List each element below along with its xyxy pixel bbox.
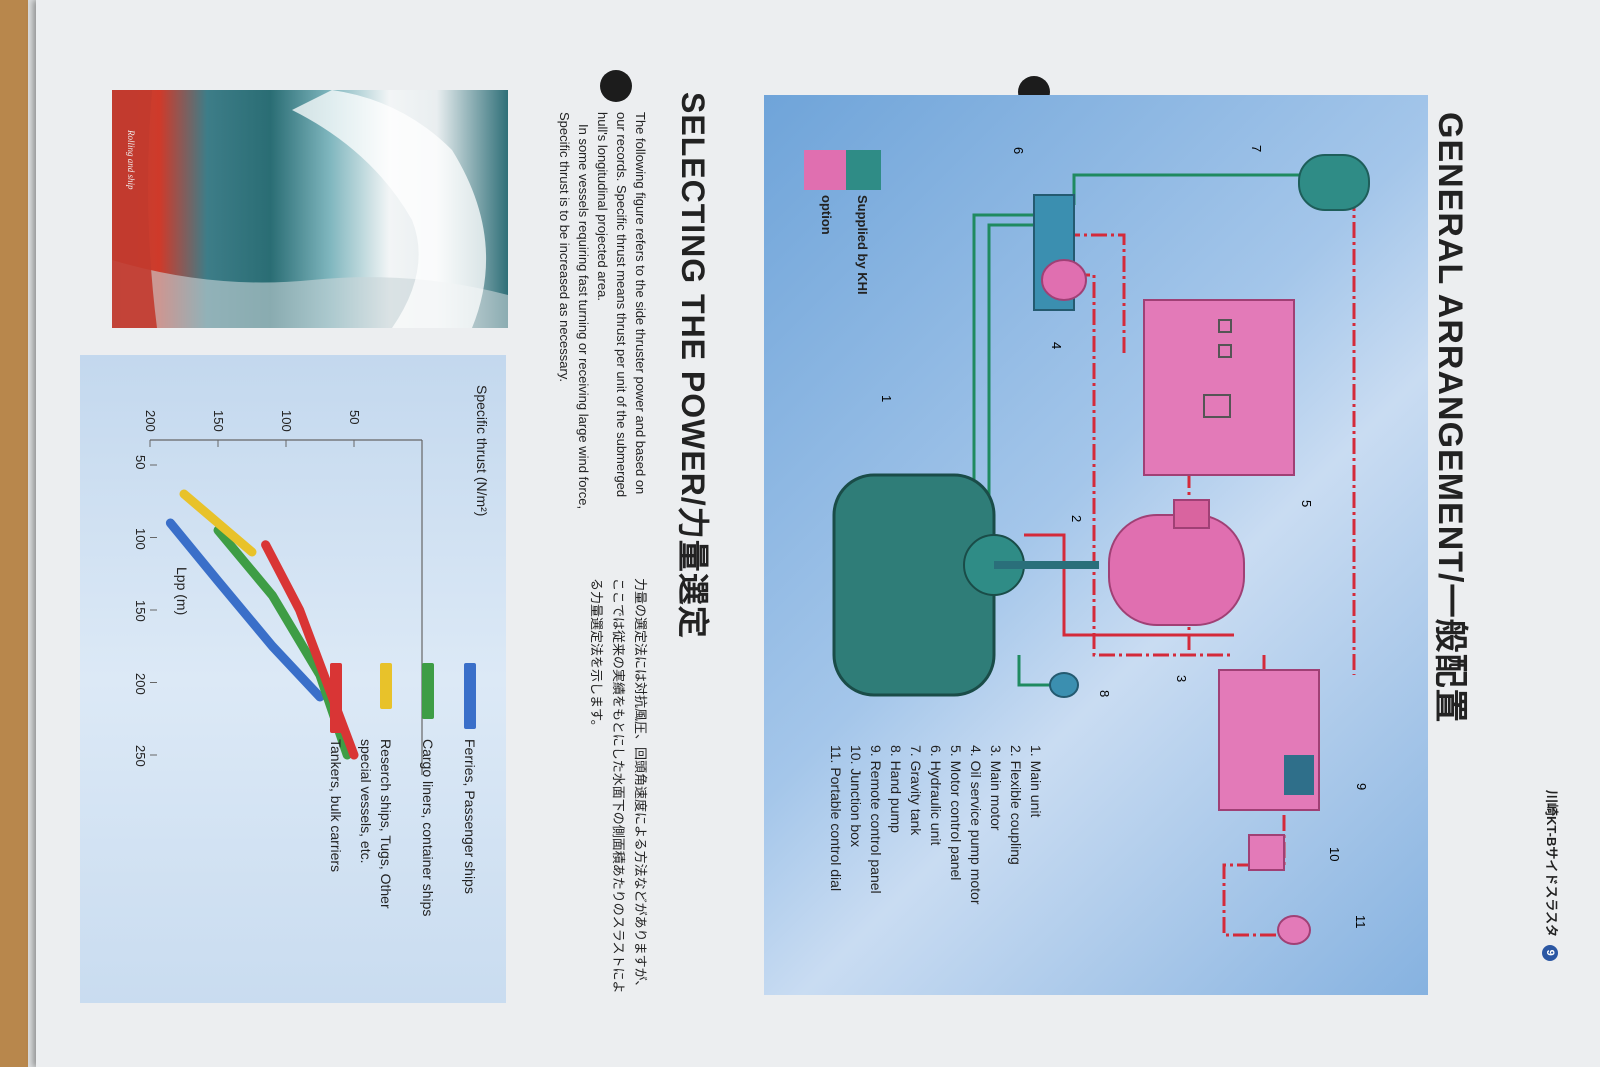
part-item: 8. Hand pump xyxy=(888,745,904,833)
wave-svg xyxy=(112,90,508,328)
power-para-1: The following figure refers to the side … xyxy=(595,112,648,498)
part-item: 1. Main unit xyxy=(1028,745,1044,818)
part-item: 3. Main motor xyxy=(988,745,1004,831)
callout-6: 6 xyxy=(1011,147,1026,155)
part-item: 7. Gravity tank xyxy=(908,745,924,836)
ship-icon xyxy=(464,663,476,729)
part-item: 4. Oil service pump motor xyxy=(968,745,984,905)
callout-3: 3 xyxy=(1174,675,1189,683)
y-tick-label: 150 xyxy=(211,410,226,432)
x-tick-label: 150 xyxy=(133,600,148,622)
arrangement-title: GENERAL ARRANGEMENT/一般配置 xyxy=(1431,112,1469,724)
part-item: 9. Remote control panel xyxy=(868,745,884,894)
callout-11: 11 xyxy=(1353,915,1368,929)
arrangement-diagram: 7 6 4 1 5 2 3 8 9 10 11 Supplied by KHI … xyxy=(764,95,1428,995)
brand-header: 川崎KT-Bサイドスラスタ 9 xyxy=(1542,790,1562,961)
part-item: 5. Motor control panel xyxy=(948,745,964,881)
x-tick-label: 100 xyxy=(133,527,148,550)
y-tick-label: 200 xyxy=(143,410,158,432)
series-line-0 xyxy=(165,518,325,702)
x-tick-label: 50 xyxy=(133,455,148,470)
part-item: 11. Portable control dial xyxy=(828,745,844,892)
callout-10: 10 xyxy=(1327,847,1342,862)
photo-caption: Rolling and ship xyxy=(126,130,136,190)
x-tick-label: 200 xyxy=(133,672,148,695)
ship-icon xyxy=(330,663,342,733)
y-tick-label: 50 xyxy=(347,410,362,425)
brand-text: 川崎KT-Bサイドスラスタ xyxy=(1544,790,1559,938)
legend-cargo: Cargo liners, container ships xyxy=(418,663,438,963)
wave-photo: Rolling and ship xyxy=(112,90,508,328)
legend-supplied-label: Supplied by KHI xyxy=(855,195,870,295)
y-tick-label: 100 xyxy=(279,410,294,432)
power-title: SELECTING THE POWER/力量選定 xyxy=(675,92,711,639)
x-tick-label: 250 xyxy=(133,745,148,767)
ship-icon xyxy=(380,663,392,709)
thrust-chart: Specific thrust (N/m²) Lpp (m) Ferries, … xyxy=(80,355,506,1003)
callout-2: 2 xyxy=(1069,515,1084,523)
power-text-en: The following figure refers to the side … xyxy=(555,112,650,512)
chart-legend: Ferries, Passenger ships Cargo liners, c… xyxy=(326,663,480,963)
y-axis-title: Specific thrust (N/m²) xyxy=(474,385,490,517)
callout-7: 7 xyxy=(1249,145,1264,153)
callout-1: 1 xyxy=(879,395,894,403)
part-item: 6. Hydraulic unit xyxy=(928,745,944,846)
callout-5: 5 xyxy=(1299,500,1314,508)
series-line-2 xyxy=(179,489,257,557)
callout-4: 4 xyxy=(1049,342,1064,350)
binder-hole-left xyxy=(600,70,632,102)
legend-research: Reserch ships, Tugs, Other special vesse… xyxy=(356,663,396,963)
parts-list: 1. Main unit 2. Flexible coupling 3. Mai… xyxy=(824,745,1044,985)
legend-option-label: option xyxy=(819,195,834,235)
callout-9: 9 xyxy=(1354,783,1369,791)
part-item: 2. Flexible coupling xyxy=(1008,745,1024,865)
power-para-2: In some vessels requiring fast turning o… xyxy=(557,112,591,510)
x-axis-title: Lpp (m) xyxy=(174,567,190,616)
callout-8: 8 xyxy=(1097,690,1112,698)
power-text-jp: 力量の選定法には対抗風圧、回頭角速度による方法などがありますが、ここでは従来の実… xyxy=(588,578,647,994)
page-number: 9 xyxy=(1542,944,1558,961)
arrangement-svg xyxy=(804,150,1370,945)
legend-ferries: Ferries, Passenger ships xyxy=(460,663,480,963)
part-item: 10. Junction box xyxy=(848,745,864,847)
ship-icon xyxy=(422,663,434,719)
legend-tankers: Tankers, bulk carriers xyxy=(326,663,346,963)
